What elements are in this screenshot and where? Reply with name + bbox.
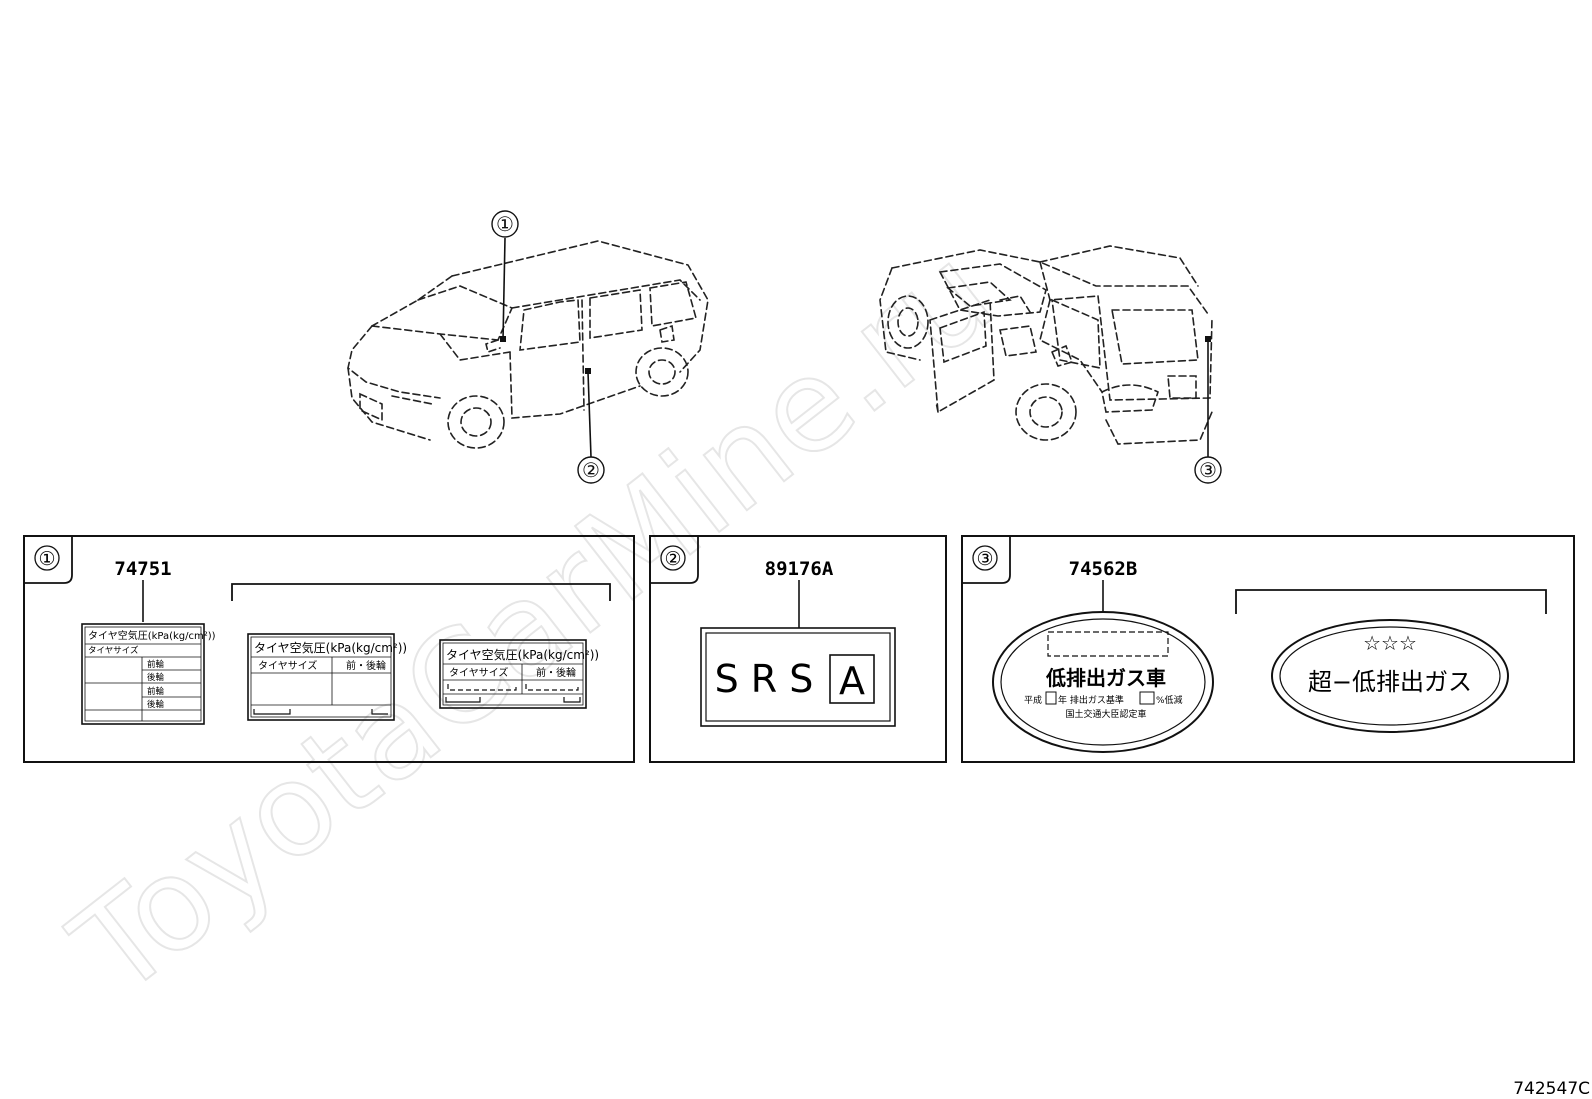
svg-text:タイヤ空気圧(kPa(kg/cm²)): タイヤ空気圧(kPa(kg/cm²)) [88, 629, 216, 642]
svg-text:前・後輪: 前・後輪 [346, 659, 386, 672]
svg-text:前・後輪: 前・後輪 [536, 666, 576, 679]
svg-text:タイヤ空気圧(kPa(kg/cm²)): タイヤ空気圧(kPa(kg/cm²)) [446, 647, 599, 662]
svg-text:後輪: 後輪 [147, 699, 165, 710]
van-front-view [347, 240, 709, 449]
callout-3: ③ [1194, 456, 1222, 484]
svg-text:SRS: SRS [715, 657, 826, 701]
van-rear-view [879, 245, 1213, 445]
svg-text:低排出ガス車: 低排出ガス車 [1045, 666, 1166, 690]
tire-pressure-label-1: タイヤ空気圧(kPa(kg/cm²)) タイヤサイズ 前輪 後輪 前輪 後輪 [81, 623, 216, 725]
svg-text:タイヤサイズ: タイヤサイズ [258, 659, 317, 672]
svg-text:タイヤサイズ: タイヤサイズ [88, 645, 139, 656]
svg-text:国土交通大臣認定車: 国土交通大臣認定車 [1065, 708, 1146, 720]
svg-text:タイヤ空気圧(kPa(kg/cm²)): タイヤ空気圧(kPa(kg/cm²)) [254, 640, 407, 655]
panel-3-number: ③ [976, 548, 993, 570]
callout-2: ② [577, 456, 605, 484]
low-emission-label: 低排出ガス車 平成 年 排出ガス基準 %低減 国土交通大臣認定車 [992, 611, 1214, 753]
panel-1: ① 74751 タイヤ空気圧(kPa(kg/cm²)) タイヤサイズ 前輪 後輪… [23, 535, 635, 763]
svg-text:タイヤサイズ: タイヤサイズ [449, 666, 508, 679]
svg-text:①: ① [496, 212, 514, 236]
svg-text:平成: 平成 [1024, 694, 1042, 706]
watermark: ToyotaCarMine.ru [47, 219, 1021, 1025]
panel-1-part-number: 74751 [114, 558, 171, 580]
svg-text:前輪: 前輪 [147, 659, 165, 670]
callout-1: ① [491, 210, 519, 238]
panel-1-number: ① [38, 548, 55, 570]
panel-3: ③ 74562B 低排出ガス車 平成 年 排出ガス基準 %低減 国土交通大臣認定… [961, 535, 1575, 763]
svg-text:年 排出ガス基準: 年 排出ガス基準 [1058, 694, 1124, 706]
panel-2-number: ② [664, 548, 681, 570]
panel-2-part-number: 89176A [765, 558, 834, 580]
tire-pressure-label-3: タイヤ空気圧(kPa(kg/cm²)) タイヤサイズ 前・後輪 [439, 639, 599, 709]
svg-text:③: ③ [1199, 458, 1217, 482]
svg-text:A: A [839, 659, 865, 703]
panel-2: ② 89176A SRS A [649, 535, 947, 763]
svg-text:前輪: 前輪 [147, 686, 165, 697]
figure-code: 742547C [1513, 1079, 1590, 1099]
ultra-low-emission-label: ☆☆☆ 超−低排出ガス [1271, 619, 1509, 733]
svg-text:☆☆☆: ☆☆☆ [1363, 631, 1417, 655]
srs-airbag-label: SRS A [700, 627, 896, 727]
svg-text:%低減: %低減 [1156, 694, 1183, 706]
svg-text:超−低排出ガス: 超−低排出ガス [1308, 668, 1472, 696]
svg-text:②: ② [582, 458, 600, 482]
panel-3-part-number: 74562B [1069, 558, 1138, 580]
svg-text:後輪: 後輪 [147, 672, 165, 683]
tire-pressure-label-2: タイヤ空気圧(kPa(kg/cm²)) タイヤサイズ 前・後輪 [247, 633, 407, 721]
